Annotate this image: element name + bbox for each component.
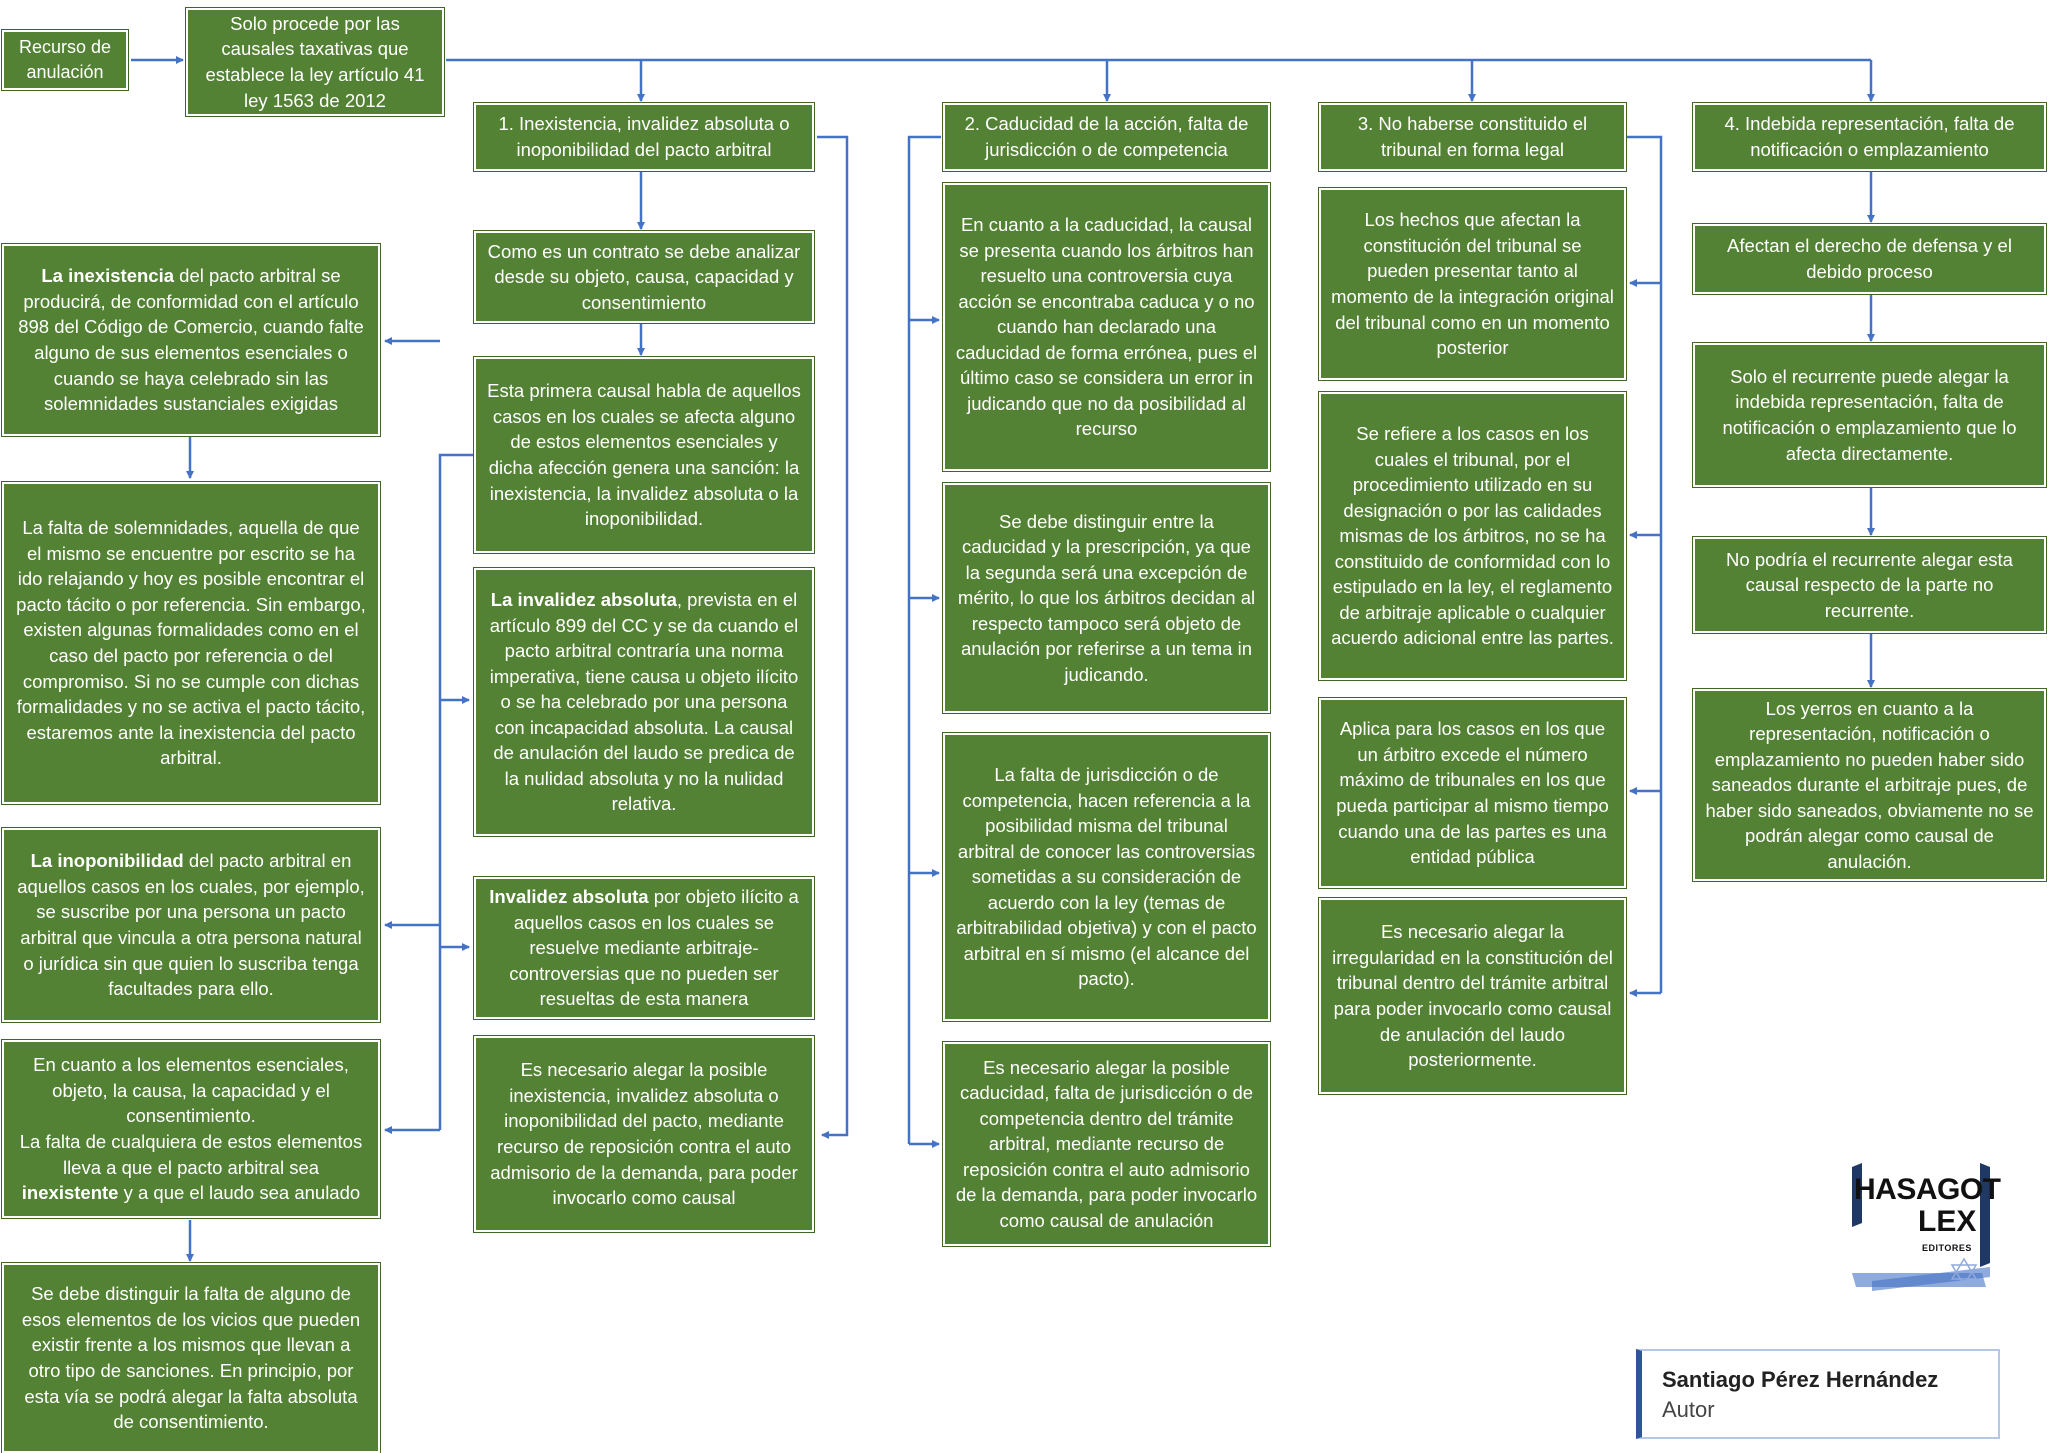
- inexistencia-bold: La inexistencia: [41, 265, 175, 287]
- inoponibilidad-rest: del pacto arbitral en aquellos casos en …: [17, 850, 365, 1000]
- solemnidades-text: La falta de solemnidades, aquella de que…: [16, 517, 366, 769]
- c1-alegar-box: Es necesario alegar la posible inexisten…: [473, 1035, 815, 1233]
- main-causal-label: Solo procede por las causales taxativas …: [205, 12, 425, 111]
- c2-prescripcion-box: Se debe distinguir entre la caducidad y …: [942, 482, 1271, 714]
- elementos-line3: y a que el laudo sea anulado: [118, 1182, 361, 1204]
- inoponibilidad-box: La inoponibilidad del pacto arbitral en …: [1, 827, 381, 1023]
- distinguir-box: Se debe distinguir la falta de alguno de…: [1, 1262, 381, 1453]
- logo-line2: LEX: [1918, 1205, 1977, 1238]
- author-role: Autor: [1662, 1397, 1715, 1422]
- c3-aplica-box: Aplica para los casos en los que un árbi…: [1318, 697, 1627, 889]
- c3-hechos-text: Los hechos que afectan la constitución d…: [1331, 209, 1614, 359]
- causal4-title: 4. Indebida representación, falta de not…: [1724, 113, 2015, 160]
- c1-invalidez-bold: La invalidez absoluta: [490, 589, 677, 611]
- c1-contrato-box: Como es un contrato se debe analizar des…: [473, 230, 815, 324]
- c4-yerros-box: Los yerros en cuanto a la representación…: [1692, 688, 2047, 882]
- c4-no-podria-box: No podría el recurrente alegar esta caus…: [1692, 536, 2047, 634]
- c1-primera-causal-box: Esta primera causal habla de aquellos ca…: [473, 356, 815, 554]
- author-name: Santiago Pérez Hernández: [1662, 1367, 1939, 1392]
- start-box: Recurso de anulación: [1, 29, 129, 91]
- c3-alegar-box: Es necesario alegar la irregularidad en …: [1318, 897, 1627, 1095]
- bracket-c3-right: [1626, 135, 1663, 993]
- c3-refiere-text: Se refiere a los casos en los cuales el …: [1331, 423, 1614, 649]
- elementos-box: En cuanto a los elementos esenciales, ob…: [1, 1039, 381, 1219]
- c1-objeto-ilicito-box: Invalidez absoluta por objeto ilícito a …: [473, 876, 815, 1020]
- causal3-title-box: 3. No haberse constituido el tribunal en…: [1318, 102, 1627, 172]
- c2-jurisdiccion-text: La falta de jurisdicción o de competenci…: [956, 764, 1257, 990]
- c4-derecho-text: Afectan el derecho de defensa y el debid…: [1727, 235, 2012, 282]
- c1-alegar-text: Es necesario alegar la posible inexisten…: [490, 1059, 798, 1209]
- elementos-bold: inexistente: [21, 1182, 119, 1204]
- bracket-c2-left: [907, 135, 941, 1144]
- c3-alegar-text: Es necesario alegar la irregularidad en …: [1332, 921, 1613, 1071]
- c2-jurisdiccion-box: La falta de jurisdicción o de competenci…: [942, 732, 1271, 1022]
- inoponibilidad-bold: La inoponibilidad: [30, 850, 184, 872]
- causal1-title: 1. Inexistencia, invalidez absoluta o in…: [498, 113, 790, 160]
- c2-prescripcion-text: Se debe distinguir entre la caducidad y …: [957, 510, 1256, 685]
- elementos-line2: La falta de cualquiera de estos elemento…: [19, 1131, 363, 1178]
- c2-caducidad-text: En cuanto a la caducidad, la causal se p…: [955, 214, 1258, 440]
- c1-contrato-text: Como es un contrato se debe analizar des…: [487, 240, 801, 313]
- c3-hechos-box: Los hechos que afectan la constitución d…: [1318, 187, 1627, 381]
- logo-line3: EDITORES: [1922, 1243, 1972, 1253]
- c1-objeto-ilicito-bold: Invalidez absoluta: [489, 886, 649, 908]
- c3-refiere-box: Se refiere a los casos en los cuales el …: [1318, 391, 1627, 681]
- c4-recurrente-box: Solo el recurrente puede alegar la indeb…: [1692, 342, 2047, 488]
- elementos-text: En cuanto a los elementos esenciales, ob…: [14, 1052, 368, 1205]
- inexistencia-text: La inexistencia del pacto arbitral se pr…: [14, 263, 368, 416]
- bracket-c1-right: [817, 135, 849, 1139]
- causal4-title-box: 4. Indebida representación, falta de not…: [1692, 102, 2047, 172]
- logo-frame: [1852, 1163, 1990, 1291]
- inoponibilidad-text: La inoponibilidad del pacto arbitral en …: [14, 848, 368, 1001]
- main-causal-box: Solo procede por las causales taxativas …: [185, 7, 445, 117]
- c2-alegar-text: Es necesario alegar la posible caducidad…: [955, 1056, 1258, 1231]
- causal2-title: 2. Caducidad de la acción, falta de juri…: [964, 113, 1249, 160]
- c4-derecho-box: Afectan el derecho de defensa y el debid…: [1692, 223, 2047, 295]
- c2-alegar-box: Es necesario alegar la posible caducidad…: [942, 1041, 1271, 1247]
- elementos-line1: En cuanto a los elementos esenciales, ob…: [33, 1054, 349, 1127]
- c4-yerros-text: Los yerros en cuanto a la representación…: [1705, 697, 2034, 872]
- c2-caducidad-box: En cuanto a la caducidad, la causal se p…: [942, 182, 1271, 472]
- solemnidades-box: La falta de solemnidades, aquella de que…: [1, 481, 381, 805]
- bracket-c1-left: [438, 453, 474, 1130]
- c1-invalidez-box: La invalidez absoluta, prevista en el ar…: [473, 567, 815, 837]
- causal2-title-box: 2. Caducidad de la acción, falta de juri…: [942, 102, 1271, 172]
- causal3-title: 3. No haberse constituido el tribunal en…: [1357, 113, 1588, 160]
- c3-aplica-text: Aplica para los casos en los que un árbi…: [1336, 718, 1609, 868]
- distinguir-text: Se debe distinguir la falta de alguno de…: [21, 1283, 361, 1433]
- c1-invalidez-rest: , prevista en el artículo 899 del CC y s…: [489, 589, 799, 815]
- c4-no-podria-text: No podría el recurrente alegar esta caus…: [1726, 548, 2013, 621]
- c1-primera-causal-text: Esta primera causal habla de aquellos ca…: [487, 380, 801, 530]
- inexistencia-box: La inexistencia del pacto arbitral se pr…: [1, 243, 381, 437]
- c4-recurrente-text: Solo el recurrente puede alegar la indeb…: [1722, 365, 2017, 464]
- inexistencia-rest: del pacto arbitral se producirá, de conf…: [18, 265, 364, 415]
- logo-line1: HASAGOT: [1854, 1173, 2001, 1206]
- causal1-title-box: 1. Inexistencia, invalidez absoluta o in…: [473, 102, 815, 172]
- start-label: Recurso de anulación: [18, 37, 112, 82]
- c1-invalidez-text: La invalidez absoluta, prevista en el ar…: [486, 587, 802, 817]
- author-card: Santiago Pérez Hernández Autor: [1636, 1349, 2000, 1439]
- c1-objeto-ilicito-text: Invalidez absoluta por objeto ilícito a …: [486, 884, 802, 1012]
- c1-objeto-ilicito-rest: por objeto ilícito a aquellos casos en l…: [509, 886, 799, 1010]
- hasagot-lex-logo: HASAGOT LEX EDITORES: [1852, 1163, 2001, 1297]
